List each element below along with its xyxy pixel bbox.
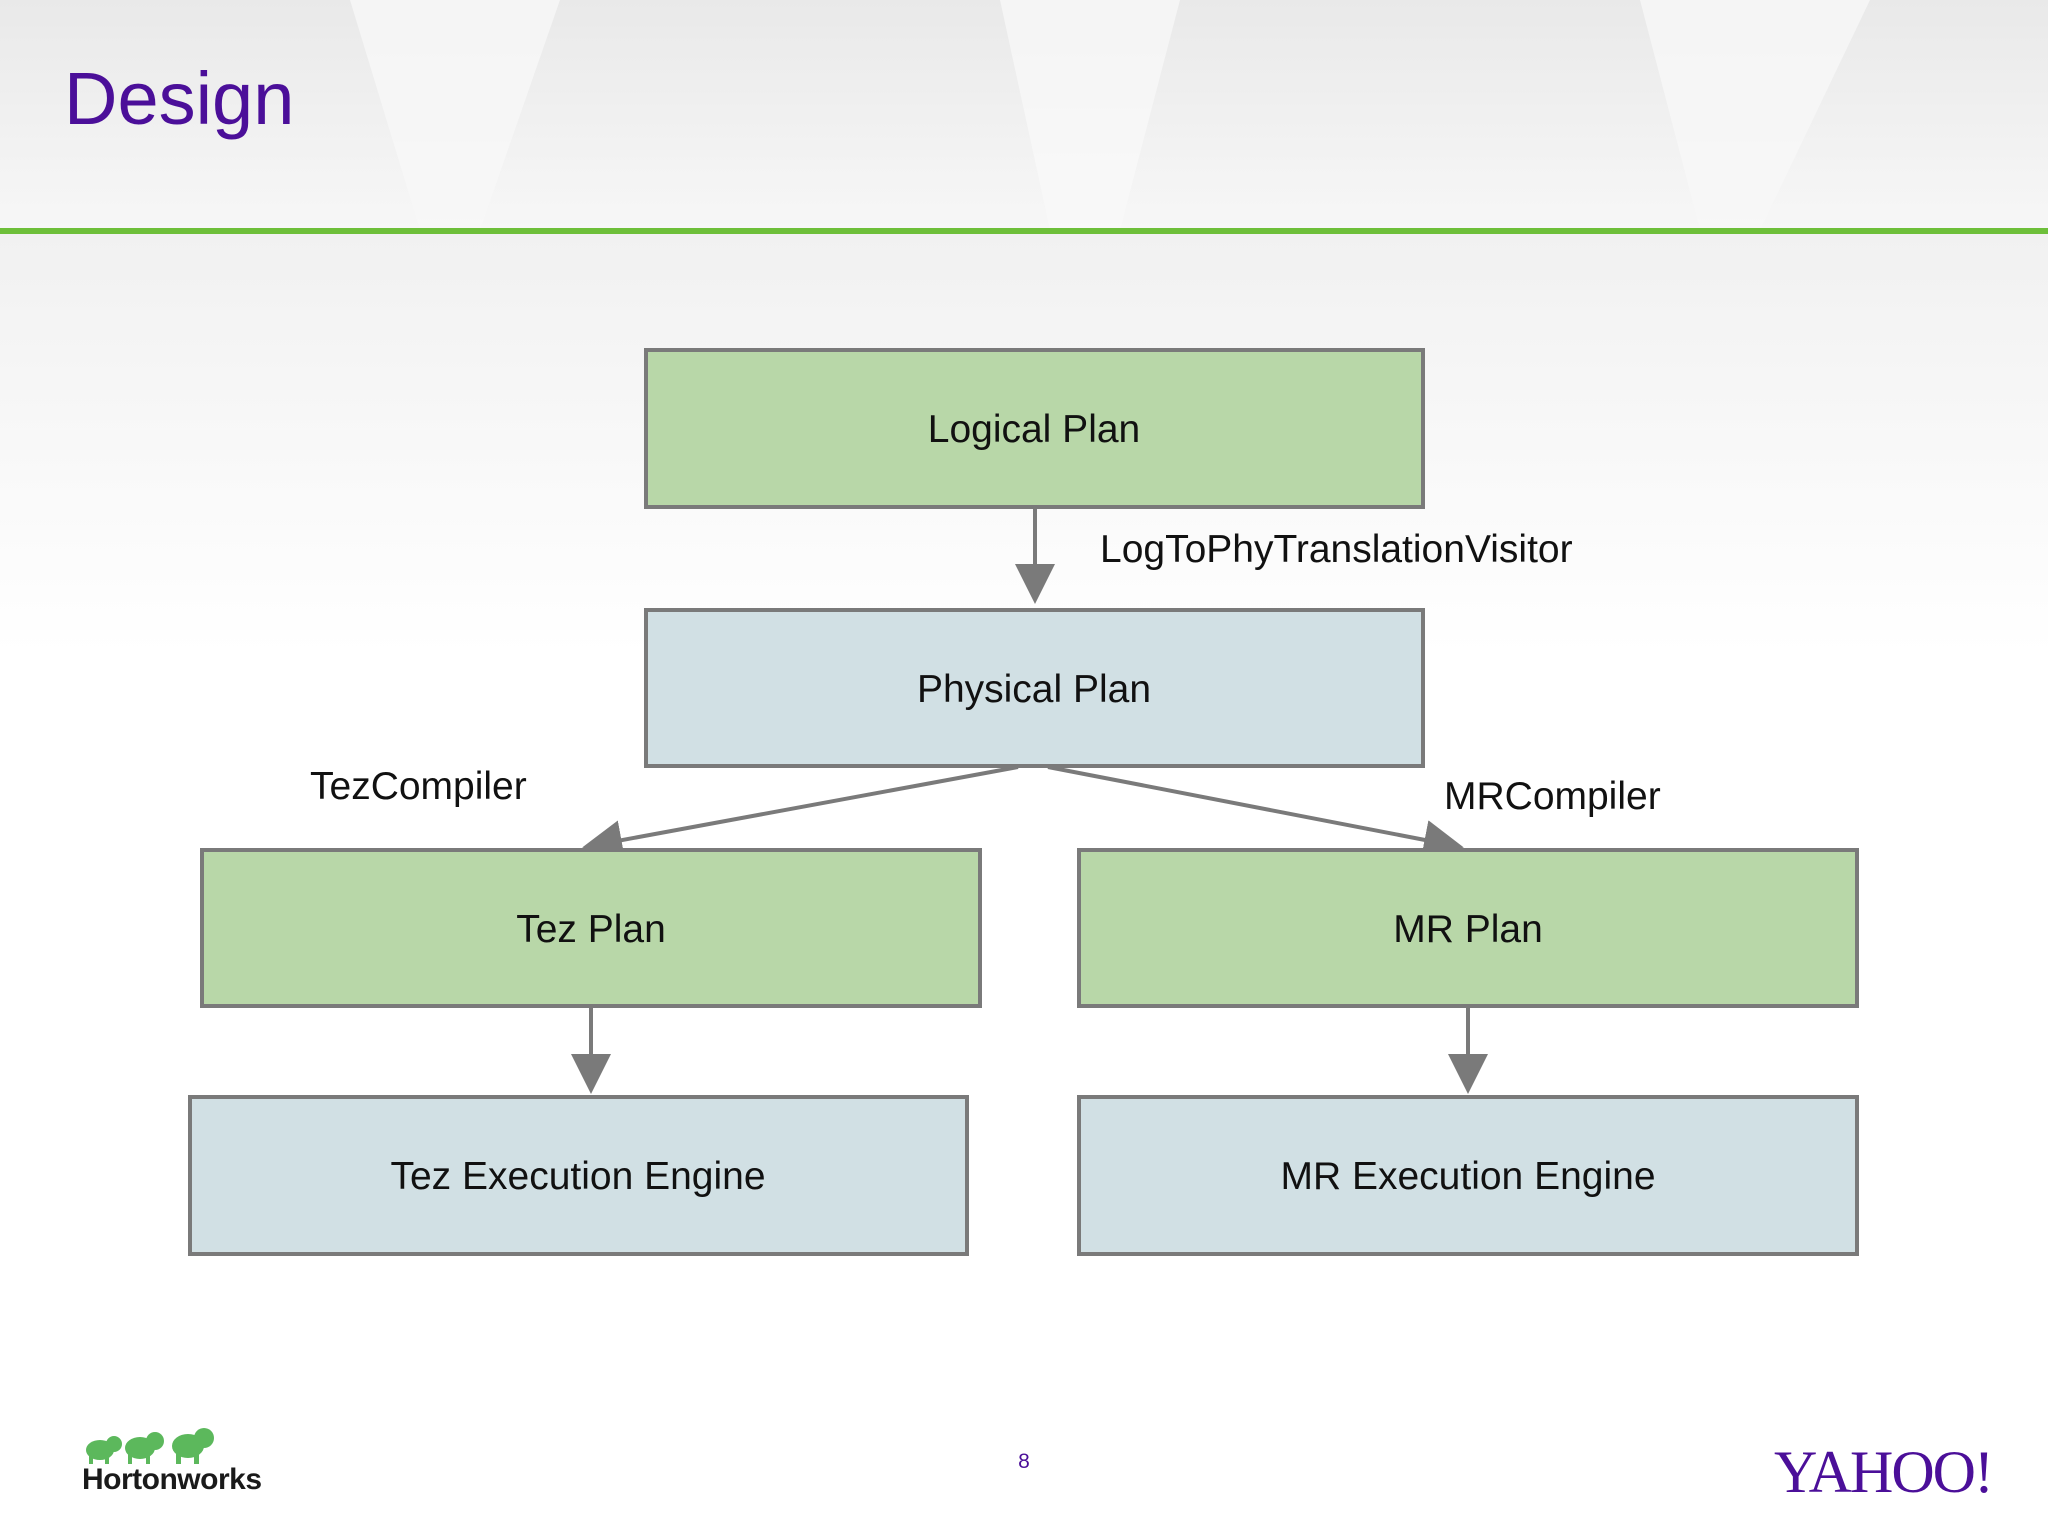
elephant-herd-icon: [86, 1428, 214, 1464]
hortonworks-logo: Hortonworks: [82, 1463, 262, 1496]
edge-label-logtophytranslationvisitor: LogToPhyTranslationVisitor: [1100, 528, 1573, 571]
slide-title: Design: [64, 57, 295, 140]
label-tez-execution-engine: Tez Execution Engine: [390, 1155, 766, 1198]
label-mr-execution-engine: MR Execution Engine: [1280, 1155, 1656, 1198]
edge-label-tezcompiler: TezCompiler: [310, 765, 527, 808]
node-mr-execution-engine: [1077, 1095, 1859, 1256]
page-number: 8: [1018, 1450, 1030, 1473]
label-logical-plan: Logical Plan: [927, 408, 1141, 451]
title-divider: [0, 228, 2048, 234]
label-tez-plan: Tez Plan: [516, 908, 666, 951]
edge-physical-to-tez: [582, 765, 1019, 860]
label-mr-plan: MR Plan: [1393, 908, 1543, 951]
node-tez-execution-engine: [188, 1095, 969, 1256]
node-physical-plan: [644, 608, 1425, 768]
label-physical-plan: Physical Plan: [916, 668, 1152, 711]
edge-label-mrcompiler: MRCompiler: [1444, 775, 1661, 818]
node-tez-plan: [200, 848, 982, 1008]
edge-physical-to-mr: [1047, 765, 1464, 860]
yahoo-logo: YAHOO!: [1774, 1439, 1994, 1505]
node-logical-plan: [644, 348, 1425, 509]
node-mr-plan: [1077, 848, 1859, 1008]
